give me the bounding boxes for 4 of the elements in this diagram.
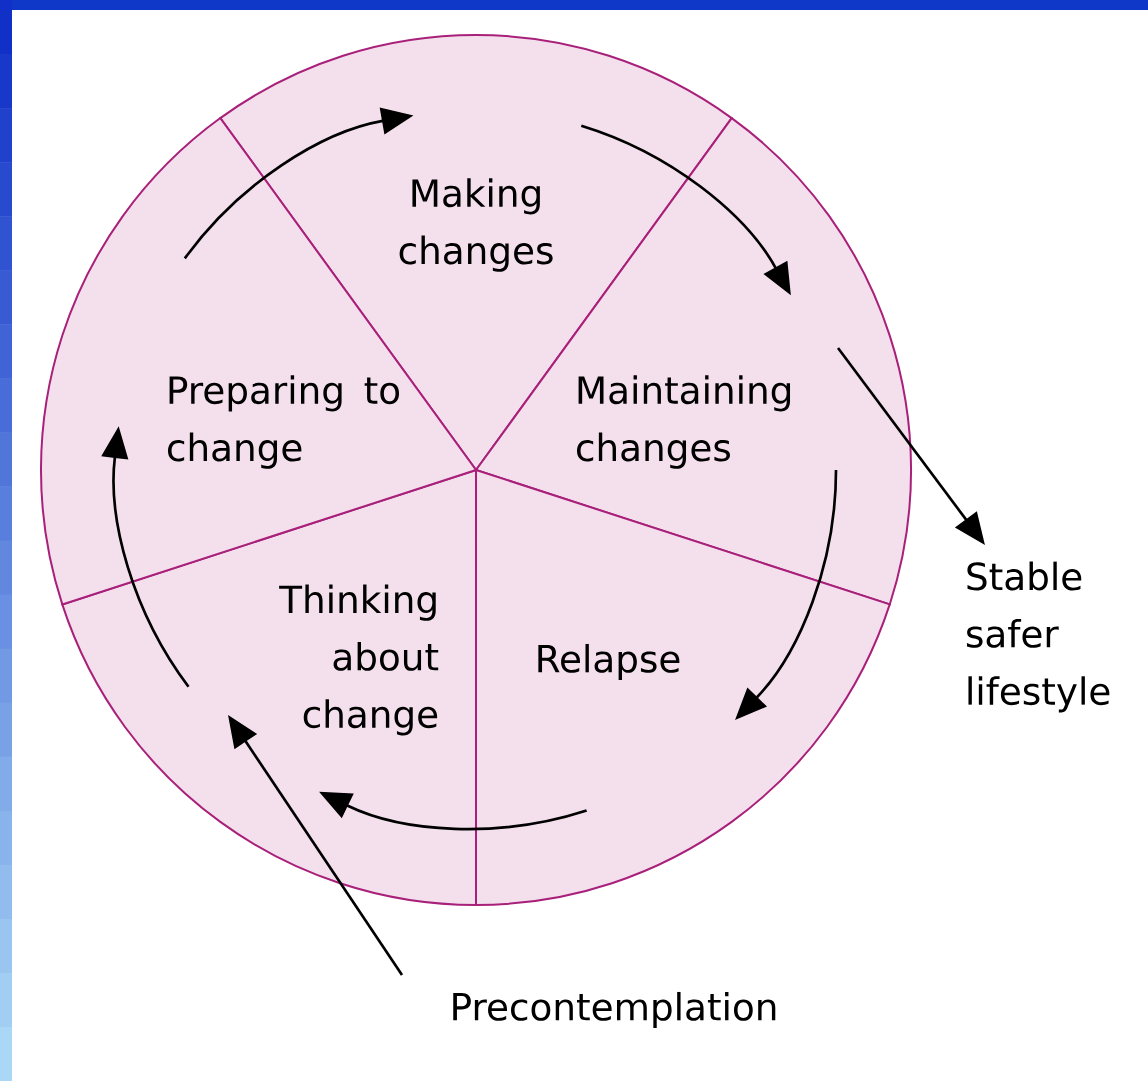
sector-segment: Thinking about change [61, 469, 477, 906]
stage-label: Precontemplation [453, 991, 776, 1029]
stage-label: Stable safer lifestyle [967, 561, 1110, 713]
sector-segment: Relapse [475, 469, 891, 906]
